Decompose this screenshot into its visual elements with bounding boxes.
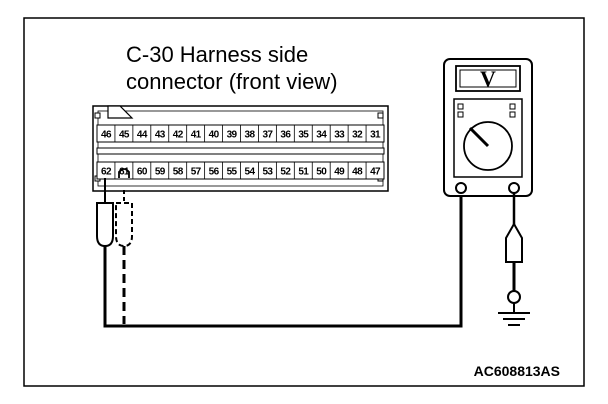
pin-49: 49 (334, 167, 345, 178)
voltmeter-range-mark-1 (457, 103, 464, 110)
voltmeter-display-label: V (480, 66, 496, 91)
wire-solid (103, 194, 463, 328)
pin-52: 52 (280, 167, 291, 178)
pin-43: 43 (155, 130, 166, 141)
pin-row-bottom: 62 61 60 59 58 57 56 55 54 53 52 51 50 49 48 47 (101, 162, 382, 179)
pin-55: 55 (227, 167, 238, 178)
voltmeter-range-mark-2 (457, 111, 464, 118)
pin-59: 59 (155, 167, 166, 178)
pin-58: 58 (173, 167, 184, 178)
pin-60: 60 (137, 167, 148, 178)
pin-32: 32 (352, 130, 363, 141)
harness-connector: 46 45 44 43 42 41 40 39 38 37 36 35 34 33 32 31 62 61 60 5… (92, 105, 389, 192)
voltmeter-display-inner (459, 69, 517, 88)
pin-53: 53 (262, 167, 273, 178)
pin-44: 44 (137, 130, 148, 141)
pin-57: 57 (191, 167, 202, 178)
connector-lock-tab (107, 105, 134, 119)
probe-61-body (115, 202, 133, 248)
pin-37: 37 (262, 130, 273, 141)
connector-latch-left (94, 112, 101, 119)
pin-34: 34 (316, 130, 327, 141)
voltmeter-range-mark-4 (509, 111, 516, 118)
caption-line-2: connector (front view) (126, 69, 338, 94)
pin-45: 45 (119, 130, 130, 141)
pin-56: 56 (209, 167, 220, 178)
figure-code: AC608813AS (474, 363, 560, 379)
pin-47: 47 (370, 167, 381, 178)
figure-border (23, 17, 585, 387)
ground-probe-body (505, 221, 523, 263)
voltmeter-terminal-v (508, 182, 520, 194)
connector-latch-right (377, 112, 384, 119)
pin-40: 40 (209, 130, 220, 141)
pin-31: 31 (370, 130, 381, 141)
pin-39: 39 (227, 130, 238, 141)
test-probes (96, 168, 133, 248)
pin-35: 35 (298, 130, 309, 141)
voltmeter: V (443, 58, 533, 197)
voltmeter-terminal-com (455, 182, 467, 194)
probe-62-body (96, 202, 114, 248)
pin-row-top: 46 45 44 43 42 41 40 39 38 37 36 35 34 33 32 31 (101, 125, 382, 142)
ground-clip (507, 290, 521, 304)
pin-33: 33 (334, 130, 345, 141)
caption-line-1: C-30 Harness side (126, 42, 308, 67)
pin-46: 46 (101, 130, 112, 141)
voltmeter-range-mark-3 (509, 103, 516, 110)
probe-61-hook (118, 168, 130, 178)
pin-50: 50 (316, 167, 327, 178)
pin-48: 48 (352, 167, 363, 178)
pin-36: 36 (280, 130, 291, 141)
voltmeter-dial-pointer (468, 126, 490, 148)
pin-62: 62 (101, 167, 112, 178)
pin-61: 61 (119, 167, 130, 178)
pin-42: 42 (173, 130, 184, 141)
pin-51: 51 (298, 167, 309, 178)
pin-38: 38 (245, 130, 256, 141)
pin-54: 54 (245, 167, 256, 178)
pin-41: 41 (191, 130, 202, 141)
connector-separator (96, 147, 385, 155)
ground-lead (498, 193, 530, 326)
